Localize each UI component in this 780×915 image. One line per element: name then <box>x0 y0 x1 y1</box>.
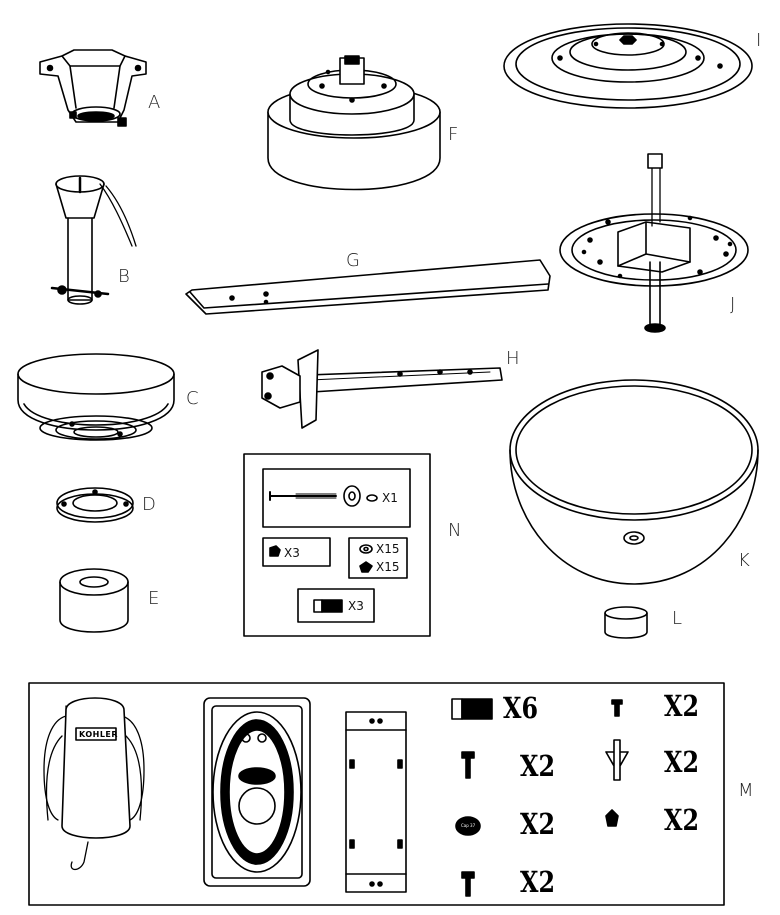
label-l: L <box>672 608 683 629</box>
kit-m-screw-qty: X2 <box>520 749 556 783</box>
part-m-kit-box <box>28 682 725 906</box>
cap-marking: Cap 37 <box>461 823 476 828</box>
part-e-cap <box>59 568 129 633</box>
label-d: D <box>142 494 156 515</box>
label-k: K <box>738 550 750 571</box>
part-d-ring <box>56 487 134 523</box>
part-b-downrod <box>50 175 137 305</box>
label-g: G <box>346 250 360 271</box>
label-a: A <box>148 92 161 113</box>
kit-m-small-screw-qty: X2 <box>664 689 700 723</box>
kit-n-bolt-qty: X1 <box>382 491 398 505</box>
part-f-motor <box>267 55 441 191</box>
part-n-kit-box <box>243 453 431 637</box>
label-n: N <box>448 520 462 541</box>
kit-n-anchor-qty: X3 <box>348 599 364 613</box>
part-g-blade <box>185 259 551 315</box>
part-a-bracket <box>39 49 147 127</box>
kit-m-anchor-qty: X6 <box>503 691 539 725</box>
kit-m-cap-qty: X2 <box>520 807 556 841</box>
label-j: J <box>730 294 736 315</box>
part-i-plate <box>503 23 753 109</box>
label-f: F <box>448 124 459 145</box>
part-h-blade-arm <box>261 349 503 429</box>
label-b: B <box>118 266 130 287</box>
kit-n-washer-qty: X15 <box>376 542 400 556</box>
part-c-housing <box>17 353 175 441</box>
kit-n-nut-qty: X3 <box>284 546 300 560</box>
label-c: C <box>186 388 199 409</box>
part-j-mount <box>559 153 749 333</box>
kit-m-plug-qty: X2 <box>664 745 700 779</box>
kit-m-nut-qty: X2 <box>664 803 700 837</box>
part-k-bowl <box>509 379 759 585</box>
receiver-brand-logo: KOHLER <box>79 730 119 739</box>
kit-m-pin-qty: X2 <box>520 865 556 899</box>
label-h: H <box>506 348 520 369</box>
part-l-cup <box>604 606 648 639</box>
kit-n-screw-qty: X15 <box>376 560 400 574</box>
label-m: M <box>738 780 754 801</box>
label-i: I <box>756 30 762 51</box>
label-e: E <box>148 588 160 609</box>
